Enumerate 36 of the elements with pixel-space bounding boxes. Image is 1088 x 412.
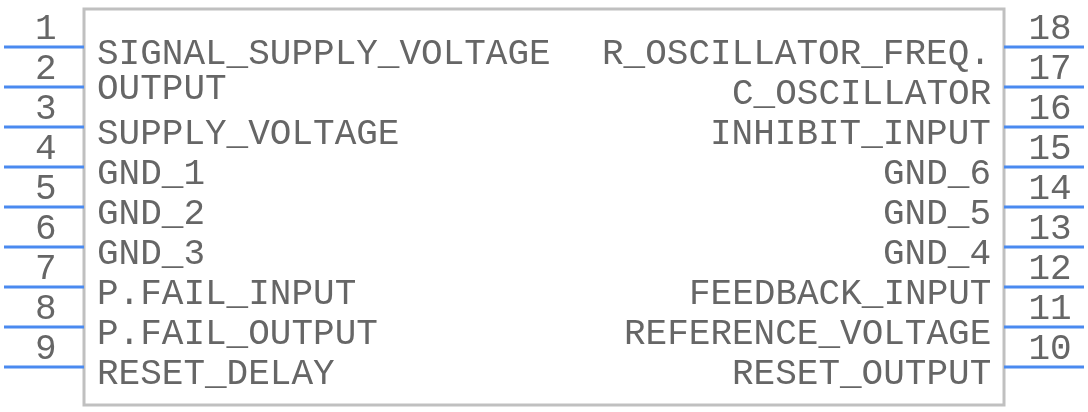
pin-number: 6 <box>35 212 57 248</box>
pin-name: SIGNAL_SUPPLY_VOLTAGE <box>97 37 551 73</box>
pin-number: 11 <box>1028 292 1072 328</box>
pin-number: 10 <box>1028 332 1072 368</box>
pin-number: 7 <box>35 252 57 288</box>
pin-name: GND_6 <box>883 157 992 193</box>
pin-name: OUTPUT <box>97 72 227 108</box>
pin-number: 9 <box>35 332 57 368</box>
pin-number: 17 <box>1028 52 1072 88</box>
pin-number: 14 <box>1028 172 1072 208</box>
pin-number: 5 <box>35 172 57 208</box>
pin-name: RESET_DELAY <box>97 357 335 393</box>
pin-number: 15 <box>1028 132 1072 168</box>
pin-number: 4 <box>35 132 57 168</box>
pin-number: 13 <box>1028 212 1072 248</box>
pin-name: INHIBIT_INPUT <box>710 117 991 153</box>
pin-name: P.FAIL_INPUT <box>97 277 357 313</box>
pin-number: 8 <box>35 292 57 328</box>
pin-number: 3 <box>35 92 57 128</box>
pin-name: GND_2 <box>97 197 206 233</box>
pin-number: 12 <box>1028 252 1072 288</box>
pin-name: GND_5 <box>883 197 992 233</box>
pin-number: 18 <box>1028 12 1072 48</box>
pin-name: RESET_OUTPUT <box>732 357 992 393</box>
pin-name: GND_1 <box>97 157 206 193</box>
pin-name: C_OSCILLATOR <box>732 77 992 113</box>
pin-name: R_OSCILLATOR_FREQ. <box>602 37 991 73</box>
pin-number: 1 <box>35 12 57 48</box>
pin-name: REFERENCE_VOLTAGE <box>624 317 992 353</box>
pin-name: P.FAIL_OUTPUT <box>97 317 378 353</box>
pin-name: SUPPLY_VOLTAGE <box>97 117 400 153</box>
pin-name: FEEDBACK_INPUT <box>689 277 992 313</box>
pin-number: 16 <box>1028 92 1072 128</box>
pin-name: GND_4 <box>883 237 992 273</box>
pin-number: 2 <box>35 52 57 88</box>
pin-name: GND_3 <box>97 237 206 273</box>
